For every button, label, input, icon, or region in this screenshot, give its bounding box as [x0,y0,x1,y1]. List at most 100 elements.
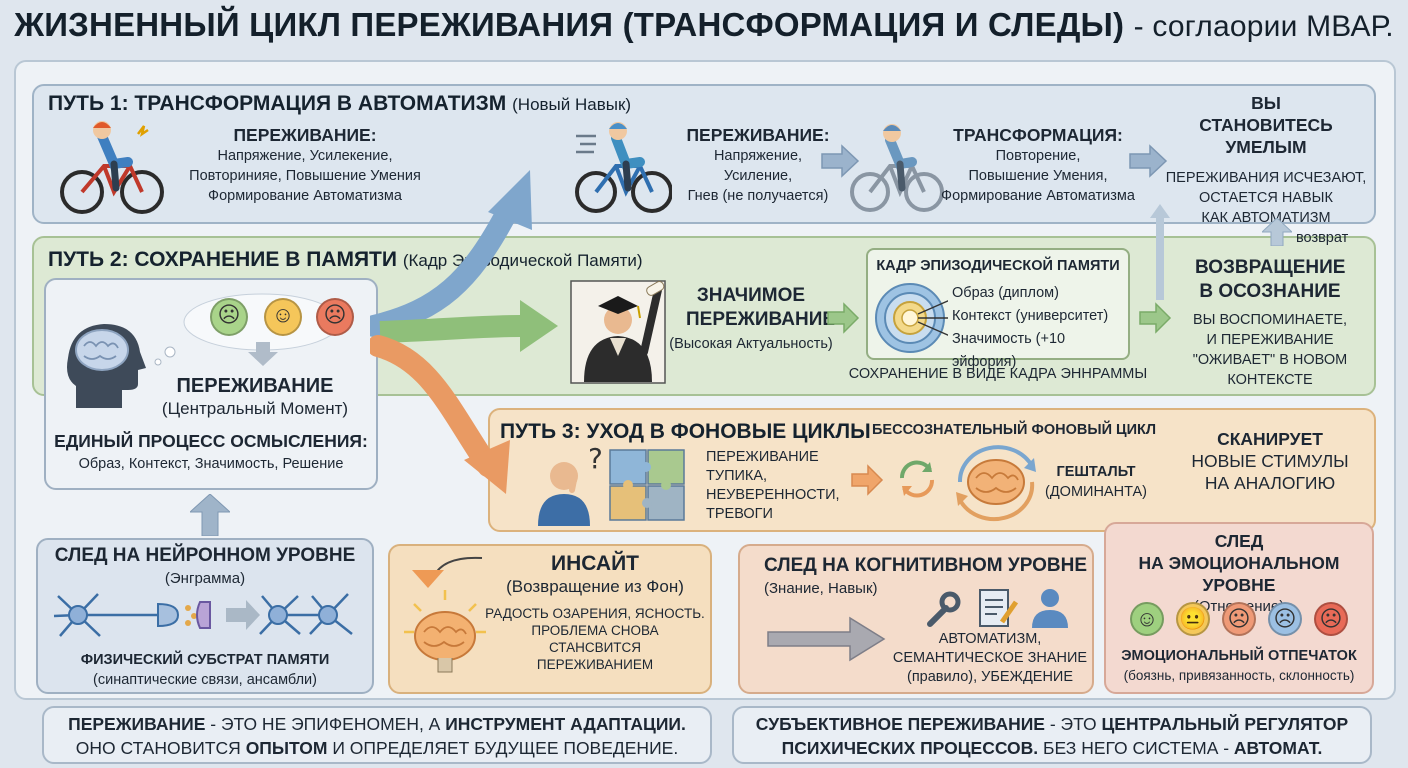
cognitive-title: СЛЕД НА КОГНИТИВНОМ УРОВНЕ [764,555,1088,576]
happy-face-icon: ☺ [264,298,302,336]
episodic-frame-items: Образ (диплом) Контекст (университет) Зн… [952,282,1130,374]
path3-scan: СКАНИРУЕТ НОВЫЕ СТИМУЛЫ НА АНАЛОГИЮ [1168,428,1372,494]
svg-text:?: ? [588,446,603,475]
neuron-header: СЛЕД НА НЕЙРОННОМ УРОВНЕ (Энграмма) [36,544,374,589]
arrow-down-icon [248,342,278,366]
emotional-title-1: СЛЕД [1214,531,1264,551]
cognitive-line: СЕМАНТИЧЕСКОЕ ЗНАНИЕ [892,650,1088,666]
center-process: ЕДИНЫЙ ПРОЦЕСС ОСМЫСЛЕНИЯ: Образ, Контек… [50,430,372,474]
path1-box3-line: Повторение, [995,148,1081,164]
insight-line: ПЕРЕЖИВАНИЕМ [536,657,654,672]
path2-return-line: И ПЕРЕЖИВАНИЕ [1206,332,1334,348]
path1-result-line: КАК АВТОМАТИЗМ [1201,210,1331,226]
neuron-footer: ФИЗИЧЕСКИЙ СУБСТРАТ ПАМЯТИ (синаптически… [36,650,374,690]
path2-return-line: ВЫ ВОСПОМИНАЕТЕ, [1192,312,1348,328]
cognitive-line: (правило), УБЕЖДЕНИЕ [906,669,1074,685]
footer-left-span: - ЭТО НЕ ЭПИФЕНОМЕН, А [205,714,446,734]
path1-title: ПУТЬ 1: ТРАНСФОРМАЦИЯ В АВТОМАТИЗМ (Новы… [48,92,631,116]
path2-return-title: ВОЗВРАЩЕНИЕ В ОСОЗНАНИЕ [1195,257,1346,302]
footer-right-box [732,706,1372,764]
happy-face-icon: ☺ [1130,602,1164,636]
insight-title: ИНСАЙТ [551,552,639,575]
path1-box2-line: Гнев (не получается) [687,188,829,204]
path1-result-line: ПЕРЕЖИВАНИЯ ИСЧЕЗАЮТ, [1165,170,1367,186]
curved-arrow-down-icon [412,556,483,588]
path1-box3-line: Формирование Автоматизма [941,188,1135,204]
footer-left-bold: ОПЫТОМ [245,738,328,758]
cognitive-note: (Знание, Навык) [764,580,878,597]
path2-return-line: КОНТЕКСТЕ [1227,372,1313,388]
path2-return: ВОЗВРАЩЕНИЕ В ОСОЗНАНИЕ ВЫ ВОСПОМИНАЕТЕ,… [1170,256,1370,390]
arrow-up-icon [190,494,230,536]
title-sub: - соглаории МВАР. [1133,10,1394,43]
path1-box2-title: ПЕРЕЖИВАНИЕ: [686,125,830,145]
arrow-right-icon [827,302,860,334]
cycle-arrows-icon [899,460,935,498]
path1-result-title: ВЫ СТАНОВИТЕСЬ УМЕЛЫМ [1199,93,1333,157]
episodic-frame-title: КАДР ЭПИЗОДИЧЕСКОЙ ПАМЯТИ [876,258,1120,274]
path1-box1-line: Формирование Автоматизма [208,188,402,204]
path1-box1-line: Повторинияе, Повышение Умения [189,168,421,184]
path3-scan-line: НОВЫЕ СТИМУЛЫ [1191,451,1349,471]
path3-scan-line: НА АНАЛОГИЮ [1204,473,1336,493]
path3-exp-line: НЕУВЕРЕННОСТИ, [706,487,840,503]
center-note: (Центральный Момент) [161,399,349,418]
path2-title-text: ПУТЬ 2: СОХРАНЕНИЕ В ПАМЯТИ [48,248,397,271]
path2-significant: ЗНАЧИМОЕ ПЕРЕЖИВАНИЕ (Высокая Актуальнос… [656,284,846,354]
target-icon [875,283,948,353]
title-main: ЖИЗНЕННЫЙ ЦИКЛ ПЕРЕЖИВАНИЯ (ТРАНСФОРМАЦИ… [14,6,1125,43]
center-process-title: ЕДИНЫЙ ПРОЦЕСС ОСМЫСЛЕНИЯ: [54,431,368,451]
path1-box3-line: Повышение Умения, [968,168,1108,184]
footer-right-bold: АВТОМАТ. [1233,738,1323,758]
path1-box3-title: ТРАНСФОРМАЦИЯ: [953,125,1123,145]
glowing-brain-icon [404,590,486,673]
user-icon [1032,589,1068,628]
footer-right-bold: ПСИХИЧЕСКИХ ПРОЦЕССОВ. [781,738,1039,758]
brain-cycle-icon [956,445,1036,522]
path1-box1-title: ПЕРЕЖИВАНИЕ: [233,125,377,145]
path1-box2: ПЕРЕЖИВАНИЕ: Напряжение, Усиление, Гнев … [668,124,848,206]
thinking-person-icon: ? [538,446,603,526]
emotional-header: СЛЕД НА ЭМОЦИОНАЛЬНОМ УРОВНЕ (Отношение) [1104,530,1374,617]
path3-exp-line: ТУПИКА, [706,468,768,484]
path3-gestalt-line: (ДОМИНАНТА) [1045,484,1147,500]
path3-gestalt: ГЕШТАЛЬТ (ДОМИНАНТА) [1036,462,1156,502]
neuron-synapse-icon [53,593,353,637]
path2-significant-note: (Высокая Актуальность) [669,336,833,352]
path3-experience: ПЕРЕЖИВАНИЕ ТУПИКА, НЕУВЕРЕННОСТИ, ТРЕВО… [706,448,856,524]
neuron-caption-note: (синаптические связи, ансамбли) [93,672,317,688]
page-title: ЖИЗНЕННЫЙ ЦИКЛ ПЕРЕЖИВАНИЯ (ТРАНСФОРМАЦИ… [0,6,1408,44]
puzzle-icon [609,449,685,521]
document-pencil-icon [979,589,1019,627]
center-title: ПЕРЕЖИВАНИЕ [176,375,334,397]
episodic-frame-caption: СОХРАНЕНИЕ В ВИДЕ КАДРА ЭННРАММЫ [848,366,1148,382]
footer-right-span: - ЭТО [1044,714,1102,734]
path1-title-text: ПУТЬ 1: ТРАНСФОРМАЦИЯ В АВТОМАТИЗМ [48,92,507,115]
cognitive-header: СЛЕД НА КОГНИТИВНОМ УРОВНЕ (Знание, Навы… [764,554,1087,599]
path3-exp-line: ТРЕВОГИ [706,506,773,522]
return-label: возврат [1296,230,1349,246]
neuron-caption: ФИЗИЧЕСКИЙ СУБСТРАТ ПАМЯТИ [80,652,330,668]
wrench-icon [927,591,961,627]
episodic-frame-item: Контекст (университет) [952,308,1109,324]
path3-bg-title: БЕССОЗНАТЕЛЬНЫЙ ФОНОВЫЙ ЦИКЛ [872,422,1157,438]
cyclist-angry-icon [575,122,672,213]
arrow-right-icon [1129,144,1168,178]
footer-right-text: СУБЪЕКТИВНОЕ ПЕРЕЖИВАНИЕ - ЭТО ЦЕНТРАЛЬН… [732,712,1372,760]
footer-right-bold: ЦЕНТРАЛЬНЫЙ РЕГУЛЯТОР [1101,714,1349,734]
footer-left-span: ОНО СТАНОВИТСЯ [75,738,246,758]
center-process-items: Образ, Контекст, Значимость, Решение [78,456,344,472]
arrow-right-icon [821,144,860,178]
footer-left-bold: ИНСТРУМЕНТ АДАПТАЦИИ. [445,714,686,734]
center-text: ПЕРЕЖИВАНИЕ (Центральный Момент) [130,374,380,419]
angry-face-icon: ☹ [1314,602,1348,636]
insight-line: ПРОБЛЕМА СНОВА [531,623,659,638]
neuron-note: (Энграмма) [164,570,246,587]
path1-result: ВЫ СТАНОВИТЕСЬ УМЕЛЫМ ПЕРЕЖИВАНИЯ ИСЧЕЗА… [1164,92,1368,228]
flow-arrows [370,170,558,494]
emotional-caption-note: (боязнь, привязанность, склонность) [1123,668,1355,683]
arrow-right-icon [1139,302,1172,334]
footer-right-bold: СУБЪЕКТИВНОЕ ПЕРЕЖИВАНИЕ [755,714,1045,734]
return-arrow-up-icon [1262,218,1292,246]
path2-return-line: "ОЖИВАЕТ" В НОВОМ [1192,352,1348,368]
